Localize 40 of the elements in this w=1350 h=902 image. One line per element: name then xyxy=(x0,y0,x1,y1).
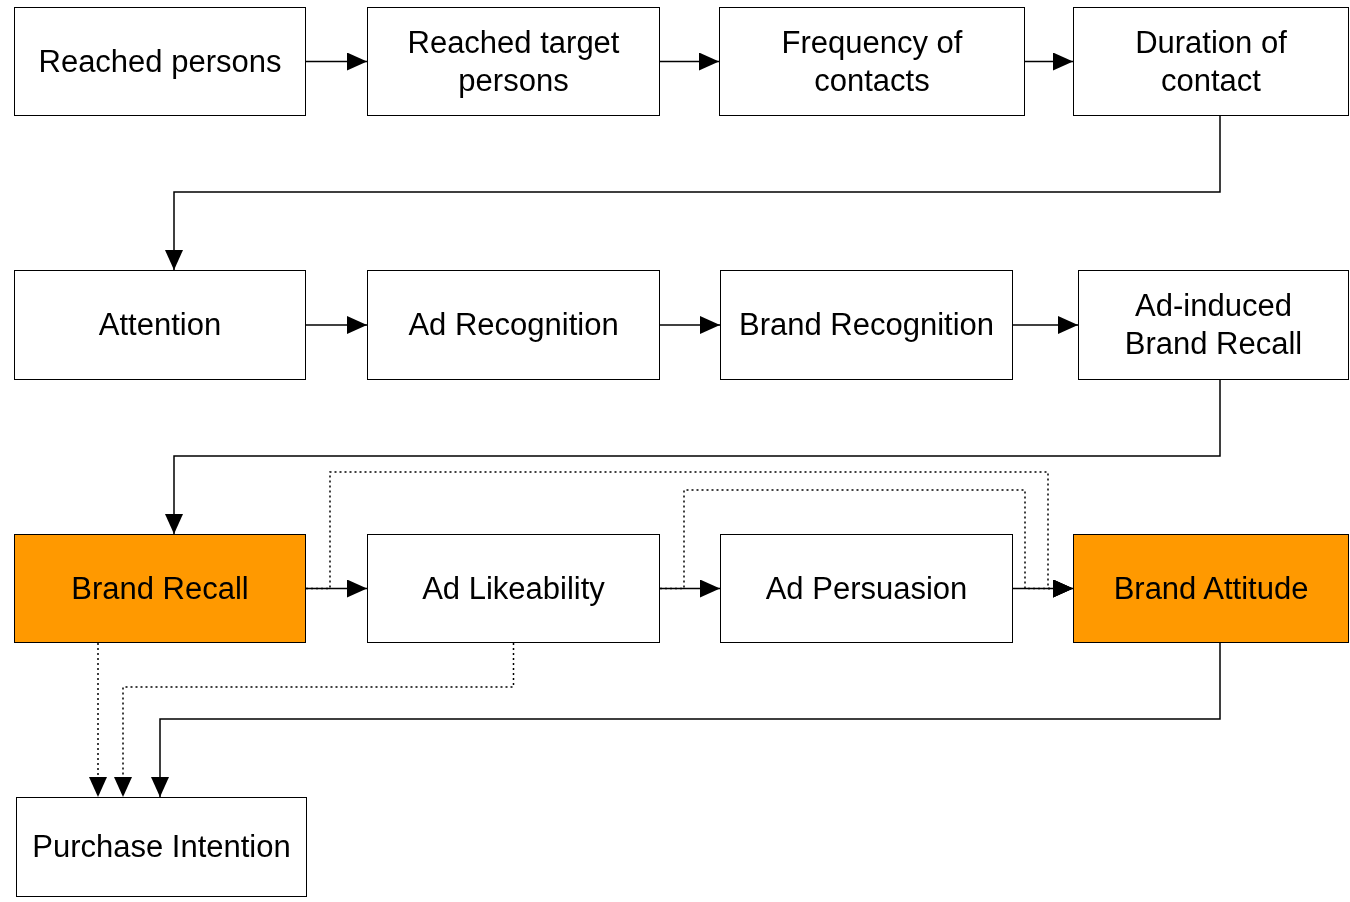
box-label: Purchase Intention xyxy=(32,828,291,866)
process-box xyxy=(14,7,306,116)
dotted-arrow xyxy=(659,489,1074,598)
process-box xyxy=(14,270,306,380)
box-label: Ad Recognition xyxy=(408,306,619,344)
arrow xyxy=(1012,316,1079,334)
process-box xyxy=(720,270,1013,380)
process-box xyxy=(720,534,1013,643)
arrow xyxy=(659,579,721,598)
arrow xyxy=(659,52,720,71)
process-box xyxy=(1073,7,1349,116)
box-label: Brand Recognition xyxy=(738,306,995,344)
process-box xyxy=(367,7,660,116)
box-label: Ad Likeability xyxy=(422,569,605,608)
process-box xyxy=(367,534,660,643)
dotted-arrow xyxy=(114,642,515,798)
arrow xyxy=(305,579,368,598)
arrow xyxy=(659,316,721,334)
box-label: Brand Attitude xyxy=(1113,569,1309,608)
process-box xyxy=(16,797,307,897)
box-label: Brand Recall xyxy=(71,569,249,608)
arrow xyxy=(151,642,1221,798)
arrow xyxy=(305,52,368,71)
process-box xyxy=(1078,270,1349,380)
box-label: Ad Persuasion xyxy=(765,569,968,608)
box-label: Attention xyxy=(98,306,222,344)
box-label: Frequency of contacts xyxy=(780,23,964,100)
dotted-arrow xyxy=(89,642,107,798)
box-label: Reached target persons xyxy=(406,23,621,100)
process-box xyxy=(367,270,660,380)
process-box xyxy=(1073,534,1349,643)
process-box xyxy=(14,534,306,643)
box-label: Duration of contact xyxy=(1134,23,1288,100)
arrow xyxy=(1024,52,1074,71)
box-label: Ad-induced Brand Recall xyxy=(1123,287,1304,363)
arrow xyxy=(165,379,1221,535)
arrow xyxy=(165,115,1221,271)
process-box xyxy=(719,7,1025,116)
box-label: Reached persons xyxy=(38,42,282,81)
arrow xyxy=(305,316,368,334)
